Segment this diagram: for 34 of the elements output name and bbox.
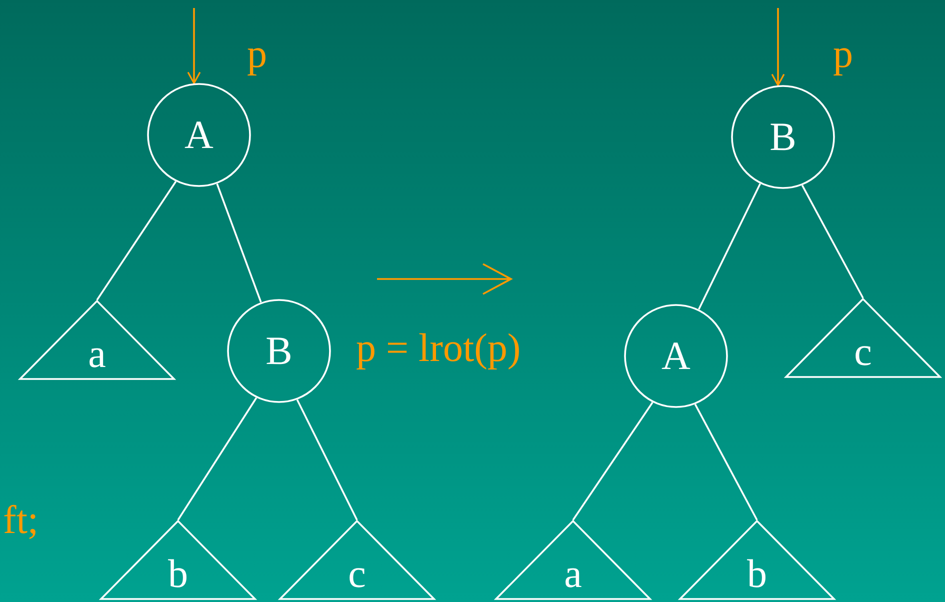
- node-label: b: [747, 551, 767, 596]
- pointer-label: p: [247, 32, 267, 76]
- node-label: B: [770, 114, 796, 159]
- connector-line: [216, 183, 262, 303]
- subtree-triangle: [19, 300, 175, 380]
- connector-line: [177, 397, 258, 520]
- subtree-triangle: [100, 520, 256, 600]
- text-label: p = lrot(p): [356, 326, 521, 370]
- arrow: [771, 8, 785, 86]
- node-label: a: [88, 331, 106, 376]
- node-label: c: [854, 329, 872, 374]
- node-label: A: [184, 112, 214, 157]
- subtree-triangle: [785, 298, 941, 378]
- node-label: A: [662, 333, 690, 378]
- node-label: B: [266, 328, 292, 373]
- tree-node-circle: [147, 83, 251, 187]
- text-label: ft;: [3, 498, 39, 542]
- subtree-triangle: [679, 520, 835, 600]
- node-label: c: [348, 551, 366, 596]
- arrow: [187, 8, 201, 84]
- subtree-triangle: [279, 520, 435, 600]
- connector-line: [694, 404, 758, 520]
- tree-node-circle: [731, 85, 835, 189]
- connector-line: [698, 183, 761, 310]
- node-label: b: [168, 551, 188, 596]
- tree-node-circle: [624, 304, 728, 408]
- pointer-label: p: [833, 32, 853, 76]
- connector-line: [801, 184, 864, 298]
- connector-line: [572, 402, 654, 520]
- connector-line: [296, 399, 358, 520]
- connector-line: [96, 181, 177, 300]
- tree-node-circle: [227, 299, 331, 403]
- subtree-triangle: [495, 520, 651, 600]
- node-label: a: [564, 551, 582, 596]
